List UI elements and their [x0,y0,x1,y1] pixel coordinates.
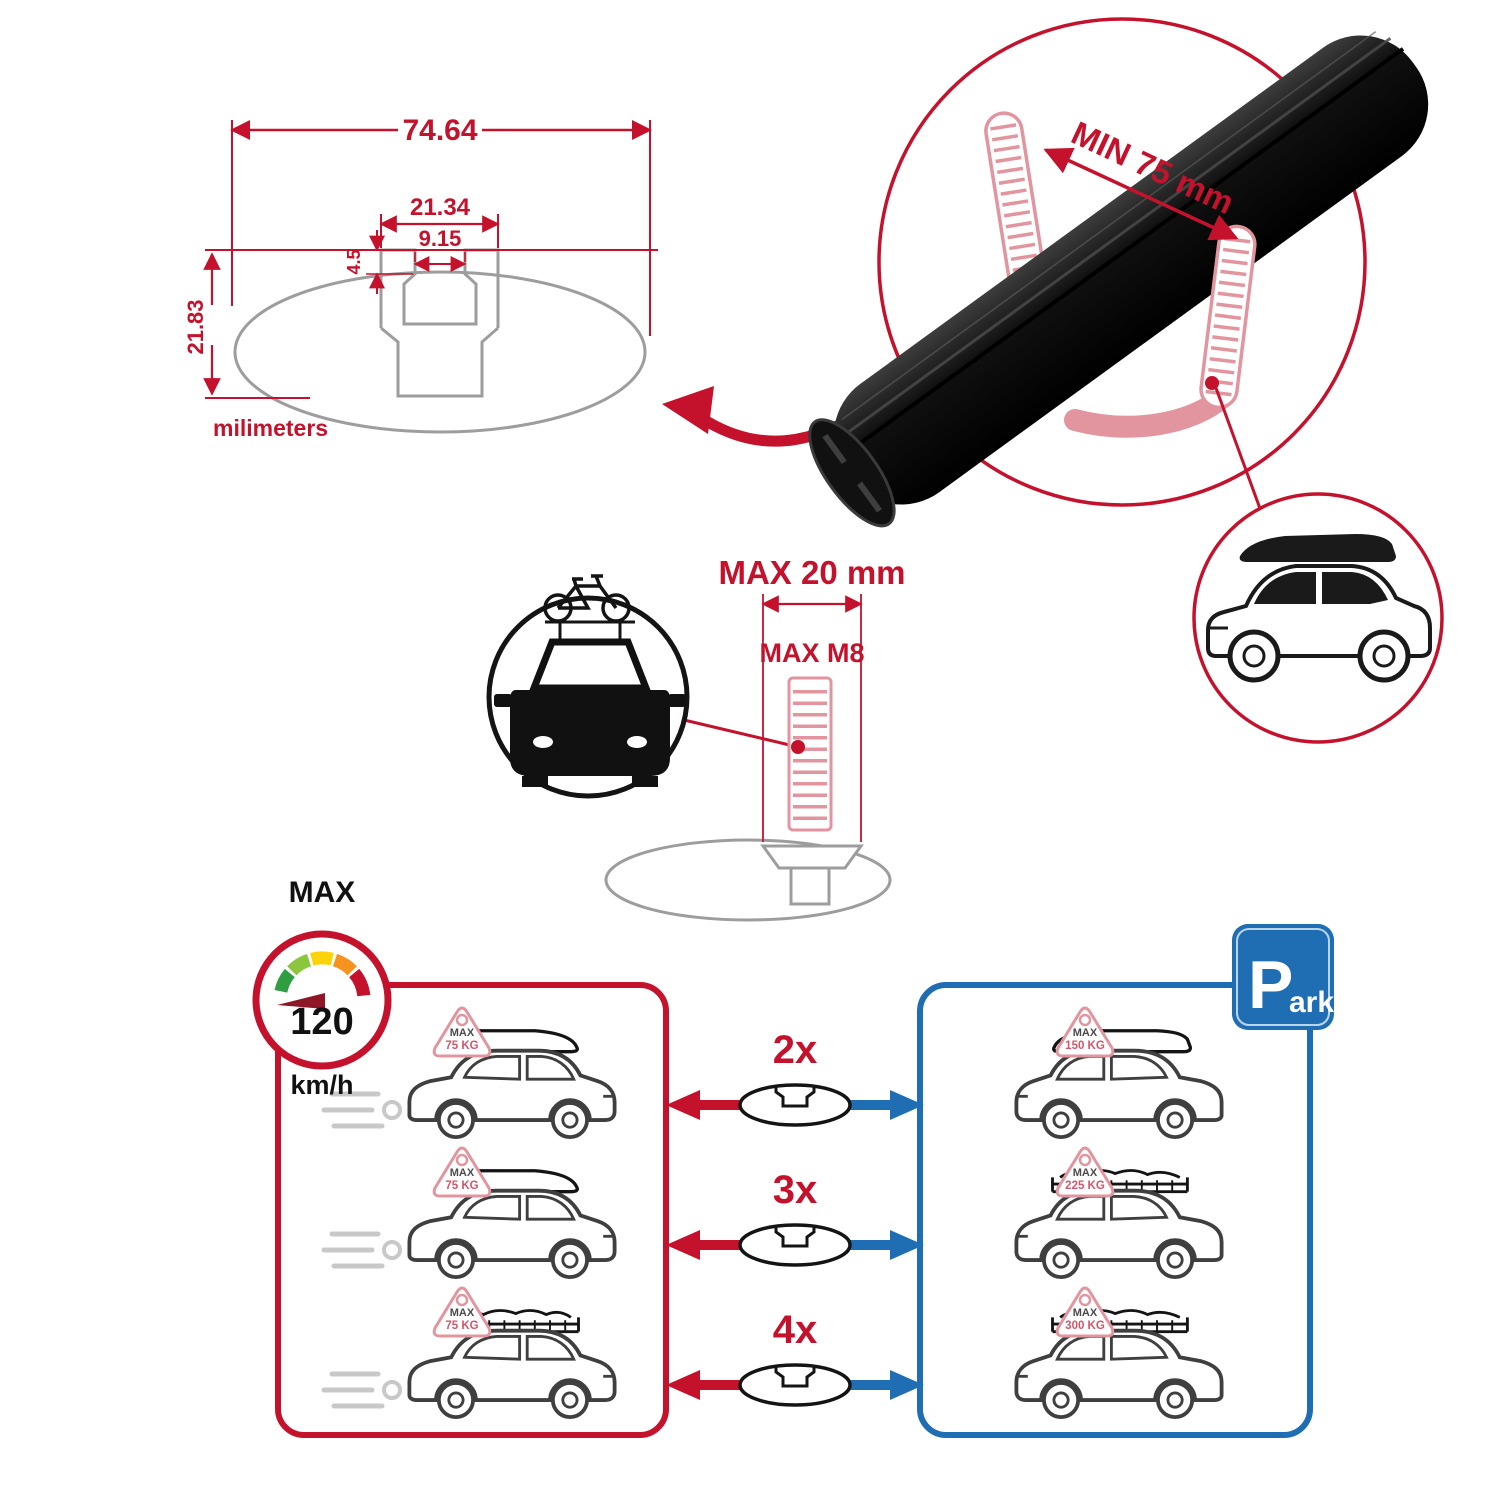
park-sign: P ark [1232,924,1334,1030]
load-tag-right-1: MAX 150 KG [1055,1006,1115,1058]
dim-height-label: 21.83 [183,299,208,354]
car-front-icon [494,638,686,787]
bolt-base-ellipse [604,838,892,922]
park-letter: P [1248,947,1293,1023]
tag-weight-label: 300 KG [1065,1320,1105,1332]
suv-side-icon [1206,534,1432,683]
bolt-max-thread-label: MAX M8 [759,638,864,668]
load-tag-left-2: MAX 75 KG [432,1146,492,1198]
bolt-diagram: MAX 20 mm MAX M8 [604,554,906,922]
min-span-arrow [1043,147,1239,241]
dim-total-width-label: 74.64 [402,114,477,147]
dim-slot-width-label: 9.15 [419,226,462,251]
speed-lines-icon [324,1234,400,1266]
t-slot-profile [379,248,500,328]
crossbar-3d [808,31,1429,528]
load-tag-right-3: MAX 300 KG [1055,1286,1115,1338]
bolt-icon [787,676,833,832]
tag-max-label: MAX [450,1307,475,1319]
left-arrow-icon [666,1230,741,1260]
crossbar-magnifier-detail: MIN 75 mm [808,17,1429,528]
bike-car-bubble [486,574,799,799]
speed-value: 120 [290,1001,353,1043]
clamp-strap-front [1199,224,1257,410]
clamp-anchor-dot [1205,376,1219,390]
right-arrow-icon [849,1090,924,1120]
left-arrow-icon [666,1370,741,1400]
roof-box-icon [1239,534,1396,562]
unit-label: milimeters [213,415,328,441]
tag-max-label: MAX [1073,1167,1098,1179]
crossbar-section-outline [233,270,647,434]
leader-to-bolt [683,718,799,749]
tag-weight-label: 225 KG [1065,1180,1105,1192]
multiplier-label-1: 2x [773,1028,818,1072]
tag-weight-label: 75 KG [445,1180,478,1192]
tag-weight-label: 75 KG [445,1320,478,1332]
load-tag-right-2: MAX 225 KG [1055,1146,1115,1198]
speedometer-needle [277,993,325,1009]
tag-max-label: MAX [1073,1307,1098,1319]
tag-weight-label: 150 KG [1065,1040,1105,1052]
suv-roofbox-bubble [1192,492,1444,744]
crossbar-count-rows: 2x 3x 4x [666,1028,924,1407]
speed-unit: km/h [290,1070,353,1100]
driving-load-box: MAX 75 KG MAX 75 KG MAX 75 KG [275,982,669,1438]
car-with-roofbox [1014,1029,1224,1140]
multiplier-label-2: 3x [773,1168,818,1212]
tag-max-label: MAX [450,1167,475,1179]
t-nut-flange [760,844,864,870]
car-with-basket [1014,1169,1224,1280]
roof-rack-lines [545,620,635,641]
profile-dimension-diagram: 74.64 21.34 9.15 4.5 21.83 milimeters [183,114,658,441]
red-box-frame [275,982,669,1438]
speed-title: MAX [289,876,356,909]
crossbar-section-icon [738,1223,852,1267]
load-tag-left-1: MAX 75 KG [432,1006,492,1058]
multiplier-label-3: 4x [773,1308,818,1352]
left-arrow-icon [666,1090,741,1120]
crossbar-section-icon [738,1083,852,1127]
blue-box-frame [917,982,1313,1438]
speed-lines-icon [324,1374,400,1406]
park-suffix: ark [1289,986,1334,1019]
tag-weight-label: 75 KG [445,1040,478,1052]
dim-channel-width-label: 21.34 [410,194,471,221]
bolt-max-length-label: MAX 20 mm [718,554,905,591]
tag-max-label: MAX [1073,1027,1098,1039]
speed-limit-badge: MAX 120 km/h [252,876,392,1100]
right-arrow-icon [849,1230,924,1260]
t-slot-lower-channel [380,326,499,398]
right-arrow-icon [849,1370,924,1400]
car-with-basket [1014,1309,1224,1420]
parked-load-box: MAX 150 KG MAX 225 KG MAX 300 KG [917,982,1313,1438]
bolt-leader-dot [791,740,805,754]
crossbar-section-icon [738,1363,852,1407]
leader-to-suv-bubble [1214,387,1264,515]
tag-max-label: MAX [450,1027,475,1039]
load-tag-left-3: MAX 75 KG [432,1286,492,1338]
dim-lip-depth-label: 4.5 [344,249,364,274]
